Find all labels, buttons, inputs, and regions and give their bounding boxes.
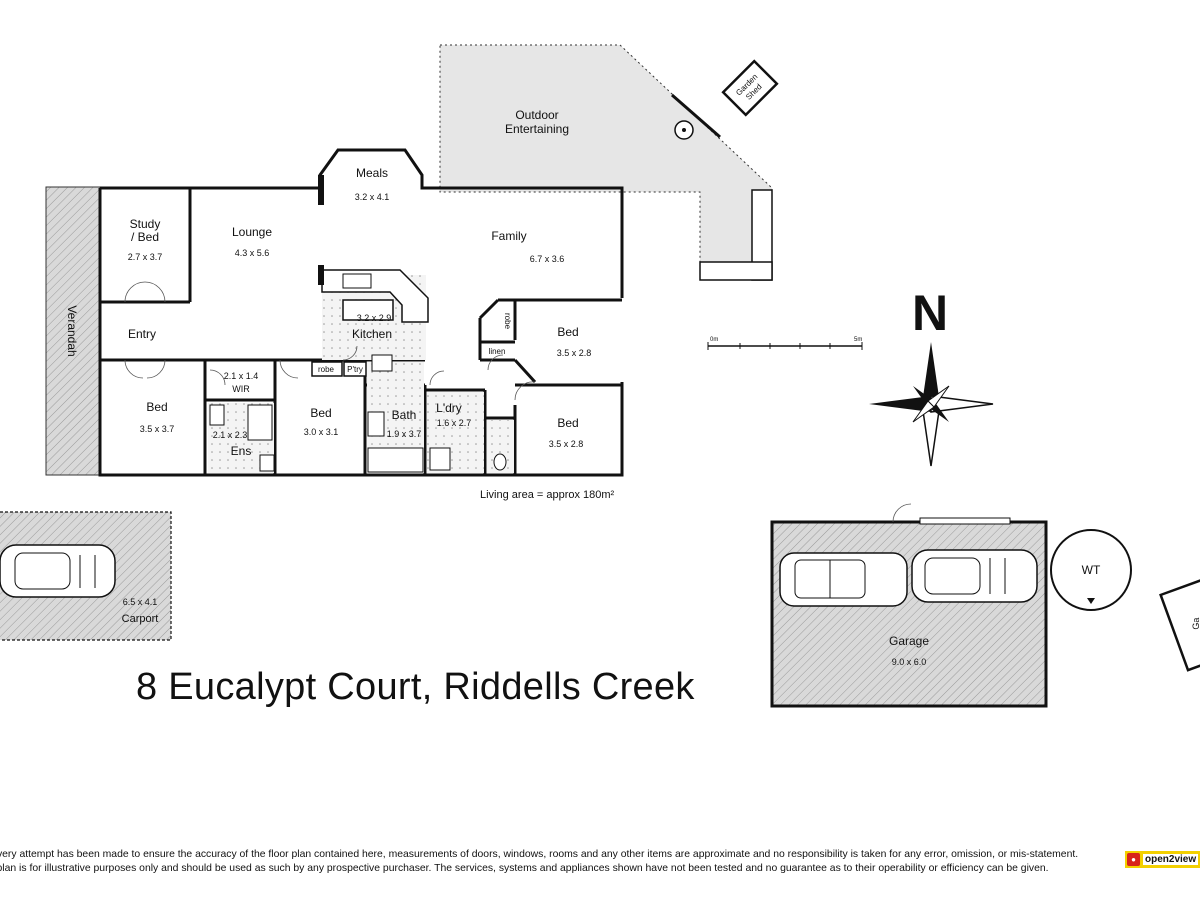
camera-icon: ● — [1127, 853, 1140, 866]
garden-shed: Garden Shed — [721, 59, 779, 117]
living-area-note: Living area = approx 180m² — [480, 489, 615, 501]
wir-dims: 2.1 x 1.4 — [224, 371, 259, 381]
svg-text:0m: 0m — [710, 337, 718, 343]
partial-shed-label: Ga — [1191, 618, 1200, 630]
bath-label: Bath — [392, 408, 417, 422]
water-tank — [1050, 529, 1132, 611]
compass-rose-icon — [869, 342, 994, 467]
property-address: 8 Eucalypt Court, Riddells Creek — [136, 666, 695, 708]
carport-label: Carport — [122, 613, 159, 625]
kitchen-label: Kitchen — [352, 327, 392, 341]
bed4-dims: 3.5 x 2.8 — [549, 439, 584, 449]
ens-dims: 2.1 x 2.3 — [213, 430, 248, 440]
water-tank-label: WT — [1082, 563, 1101, 577]
car-icon — [779, 552, 908, 607]
bed2-dims: 3.0 x 3.1 — [304, 427, 339, 437]
outdoor-entertaining-area — [439, 44, 773, 281]
laundry-dims: 1.6 x 2.7 — [437, 418, 472, 428]
pantry-cupboard — [343, 361, 367, 377]
family-label: Family — [491, 229, 526, 243]
verandah-label: Verandah — [65, 305, 79, 356]
disclaimer: Whilst every attempt has been made to en… — [0, 848, 1115, 876]
robe-label: robe — [318, 365, 335, 374]
bed3-dims: 3.5 x 2.8 — [557, 348, 592, 358]
study-label: Study — [130, 217, 161, 231]
meals-dims: 3.2 x 4.1 — [355, 192, 390, 202]
carport-dims: 6.5 x 4.1 — [123, 597, 158, 607]
entry-label: Entry — [128, 327, 156, 341]
linen-label: linen — [489, 347, 506, 356]
garage-label: Garage — [889, 634, 929, 648]
scale-bar: 0m 5m — [707, 337, 863, 350]
ens-label: Ens — [231, 444, 252, 458]
laundry-label: L'dry — [436, 401, 462, 415]
bath-dims: 1.9 x 3.7 — [387, 429, 422, 439]
outdoor-label-2: Entertaining — [505, 122, 569, 136]
bed2-label: Bed — [310, 406, 331, 420]
lounge-label: Lounge — [232, 225, 272, 239]
study-dims: 2.7 x 3.7 — [128, 252, 163, 262]
car-icon — [0, 544, 116, 598]
bed1-dims: 3.5 x 3.7 — [140, 424, 175, 434]
car-icon — [911, 549, 1038, 603]
svg-text:5m: 5m — [854, 337, 862, 343]
robe2-label: robe — [503, 313, 512, 330]
disclaimer-line-2: This plan is for illustrative purposes o… — [0, 863, 1049, 874]
bed1-label: Bed — [146, 400, 167, 414]
verandah — [45, 186, 101, 476]
outdoor-label: Outdoor — [515, 108, 558, 122]
garage-dims: 9.0 x 6.0 — [892, 657, 927, 667]
kitchen-dims: 3.2 x 2.9 — [357, 313, 392, 323]
robe-cupboard — [311, 361, 343, 377]
open2view-logo: ● open2view — [1125, 851, 1200, 868]
wir-label: WIR — [232, 384, 250, 394]
disclaimer-line-1: Whilst every attempt has been made to en… — [0, 849, 1079, 860]
lounge-dims: 4.3 x 5.6 — [235, 248, 270, 258]
study-label-2: / Bed — [131, 230, 159, 244]
bed4-label: Bed — [557, 416, 578, 430]
bed3-label: Bed — [557, 325, 578, 339]
pantry-label: P'try — [347, 365, 363, 374]
north-label: N — [912, 285, 948, 341]
meals-label: Meals — [356, 166, 388, 180]
logo-text: open2view — [1143, 854, 1199, 865]
house-walls — [98, 148, 624, 477]
family-dims: 6.7 x 3.6 — [530, 254, 565, 264]
